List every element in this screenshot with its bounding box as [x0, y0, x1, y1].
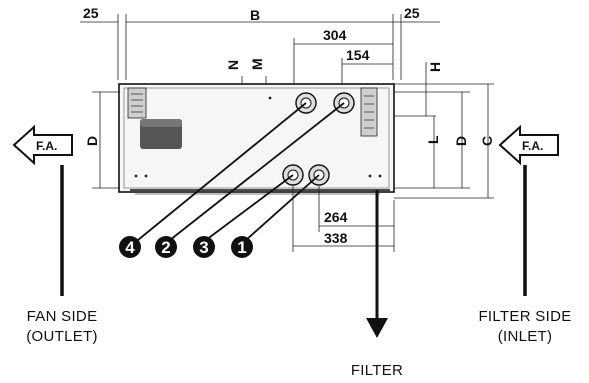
dim-d-left: D: [84, 136, 100, 146]
right-dimensions: H L D C: [394, 62, 495, 199]
callout-4: [119, 236, 141, 258]
dim-154: 154: [346, 47, 370, 63]
callout-2-label: 2: [161, 238, 170, 257]
fan-side-fa-label: F.A.: [36, 139, 57, 153]
bottom-dimensions: 264 338: [292, 186, 395, 252]
dim-width-b: B: [250, 7, 260, 23]
dim-n: N: [225, 60, 241, 70]
filter-arrow: [366, 190, 388, 338]
filter-side-fa-label: F.A.: [522, 139, 543, 153]
dim-338: 338: [324, 230, 348, 246]
dim-264: 264: [324, 209, 348, 225]
numbered-callouts: 4 2 3 1: [119, 236, 253, 258]
dim-304: 304: [323, 27, 347, 43]
fan-side-label-line2: (OUTLET): [26, 328, 98, 345]
callout-1-label: 1: [237, 238, 246, 257]
dim-l: L: [425, 135, 441, 144]
filter-side-label-line2: (INLET): [498, 328, 553, 345]
filter-side-label-line1: FILTER SIDE: [478, 308, 571, 325]
dim-m: M: [249, 58, 265, 70]
callout-1: [231, 236, 253, 258]
dim-d-right: D: [453, 136, 469, 146]
dim-c: C: [479, 136, 495, 146]
callout-leaders: [137, 102, 345, 241]
callout-2: [155, 236, 177, 258]
dim-left-offset: 25: [83, 5, 99, 21]
fan-side-arrow: F.A.: [12, 124, 73, 296]
callout-3: [193, 236, 215, 258]
fan-side-label-line1: FAN SIDE: [27, 308, 98, 325]
dim-h: H: [427, 62, 443, 72]
callout-4-label: 4: [125, 238, 135, 257]
left-d-dimension: D: [84, 91, 120, 189]
filter-label: FILTER: [351, 362, 403, 379]
filter-side-arrow: F.A.: [498, 124, 559, 296]
dim-right-offset: 25: [404, 5, 420, 21]
callout-3-label: 3: [199, 238, 208, 257]
